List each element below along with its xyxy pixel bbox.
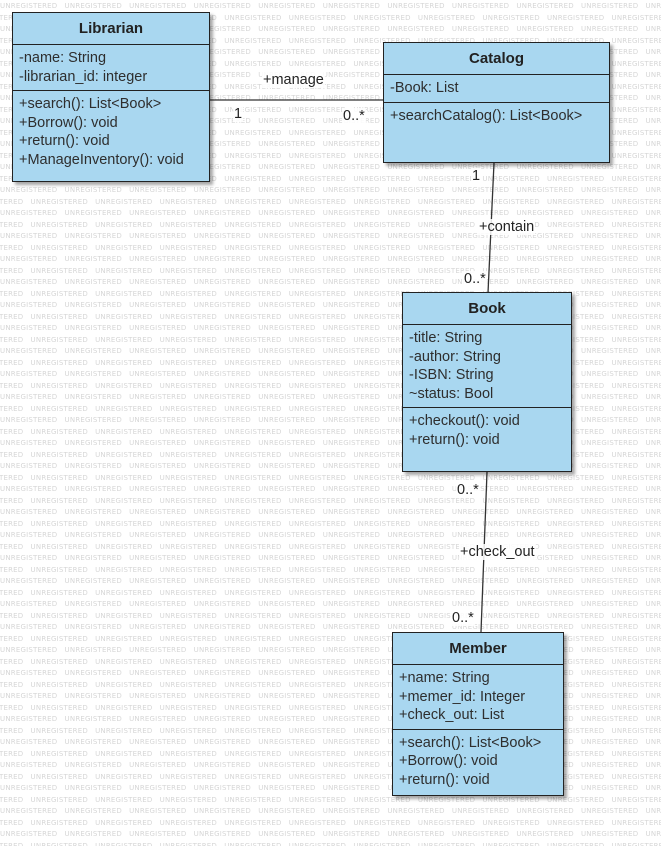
assoc-role-check-out: +check_out [459, 544, 536, 560]
assoc-role-manage: +manage [262, 72, 325, 88]
class-name: Book [403, 293, 571, 325]
multiplicity-member-end: 0..* [451, 610, 475, 626]
operation: +search(): List<Book> [399, 734, 542, 751]
class-book[interactable]: Book -title: String -author: String -ISB… [402, 292, 572, 472]
attribute: ~status: Bool [409, 385, 494, 402]
class-member[interactable]: Member +name: String +memer_id: Integer … [392, 632, 564, 796]
class-librarian[interactable]: Librarian -name: String -librarian_id: i… [12, 12, 210, 182]
attributes-section: -name: String -librarian_id: integer [13, 45, 209, 91]
multiplicity-book-end: 0..* [463, 271, 487, 287]
operation: +ManageInventory(): void [19, 151, 184, 168]
operations-section: +searchCatalog(): List<Book> [384, 103, 609, 130]
operations-section: +search(): List<Book> +Borrow(): void +r… [393, 730, 563, 794]
multiplicity-librarian-end: 1 [233, 106, 244, 122]
attribute: +check_out: List [399, 707, 505, 723]
attributes-section: -Book: List [384, 75, 609, 103]
class-name: Catalog [384, 43, 609, 75]
operation: +return(): void [19, 133, 110, 149]
multiplicity-catalog-end: 1 [471, 168, 482, 184]
assoc-role-contain: +contain [478, 219, 536, 235]
attribute: +memer_id: Integer [399, 688, 526, 705]
operations-section: +checkout(): void +return(): void [403, 408, 571, 453]
attribute: -librarian_id: integer [19, 68, 148, 85]
attributes-section: -title: String -author: String -ISBN: St… [403, 325, 571, 408]
operation: +return(): void [399, 771, 490, 788]
attribute: -name: String [19, 50, 107, 66]
attribute: -ISBN: String [409, 367, 494, 383]
class-name: Librarian [13, 13, 209, 45]
operation: +checkout(): void [409, 413, 520, 429]
attribute: -Book: List [390, 80, 459, 96]
operation: +Borrow(): void [399, 753, 498, 769]
class-name: Member [393, 633, 563, 665]
attribute: -author: String [409, 348, 501, 365]
multiplicity-book-end: 0..* [456, 482, 480, 498]
operation: +Borrow(): void [19, 114, 118, 131]
class-catalog[interactable]: Catalog -Book: List +searchCatalog(): Li… [383, 42, 610, 163]
multiplicity-catalog-end: 0..* [342, 108, 366, 124]
attribute: +name: String [399, 670, 490, 686]
operation: +searchCatalog(): List<Book> [390, 107, 583, 124]
attributes-section: +name: String +memer_id: Integer +check_… [393, 665, 563, 730]
operation: +return(): void [409, 431, 500, 448]
attribute: -title: String [409, 330, 483, 346]
operations-section: +search(): List<Book> +Borrow(): void +r… [13, 91, 209, 173]
operation: +search(): List<Book> [19, 96, 162, 112]
